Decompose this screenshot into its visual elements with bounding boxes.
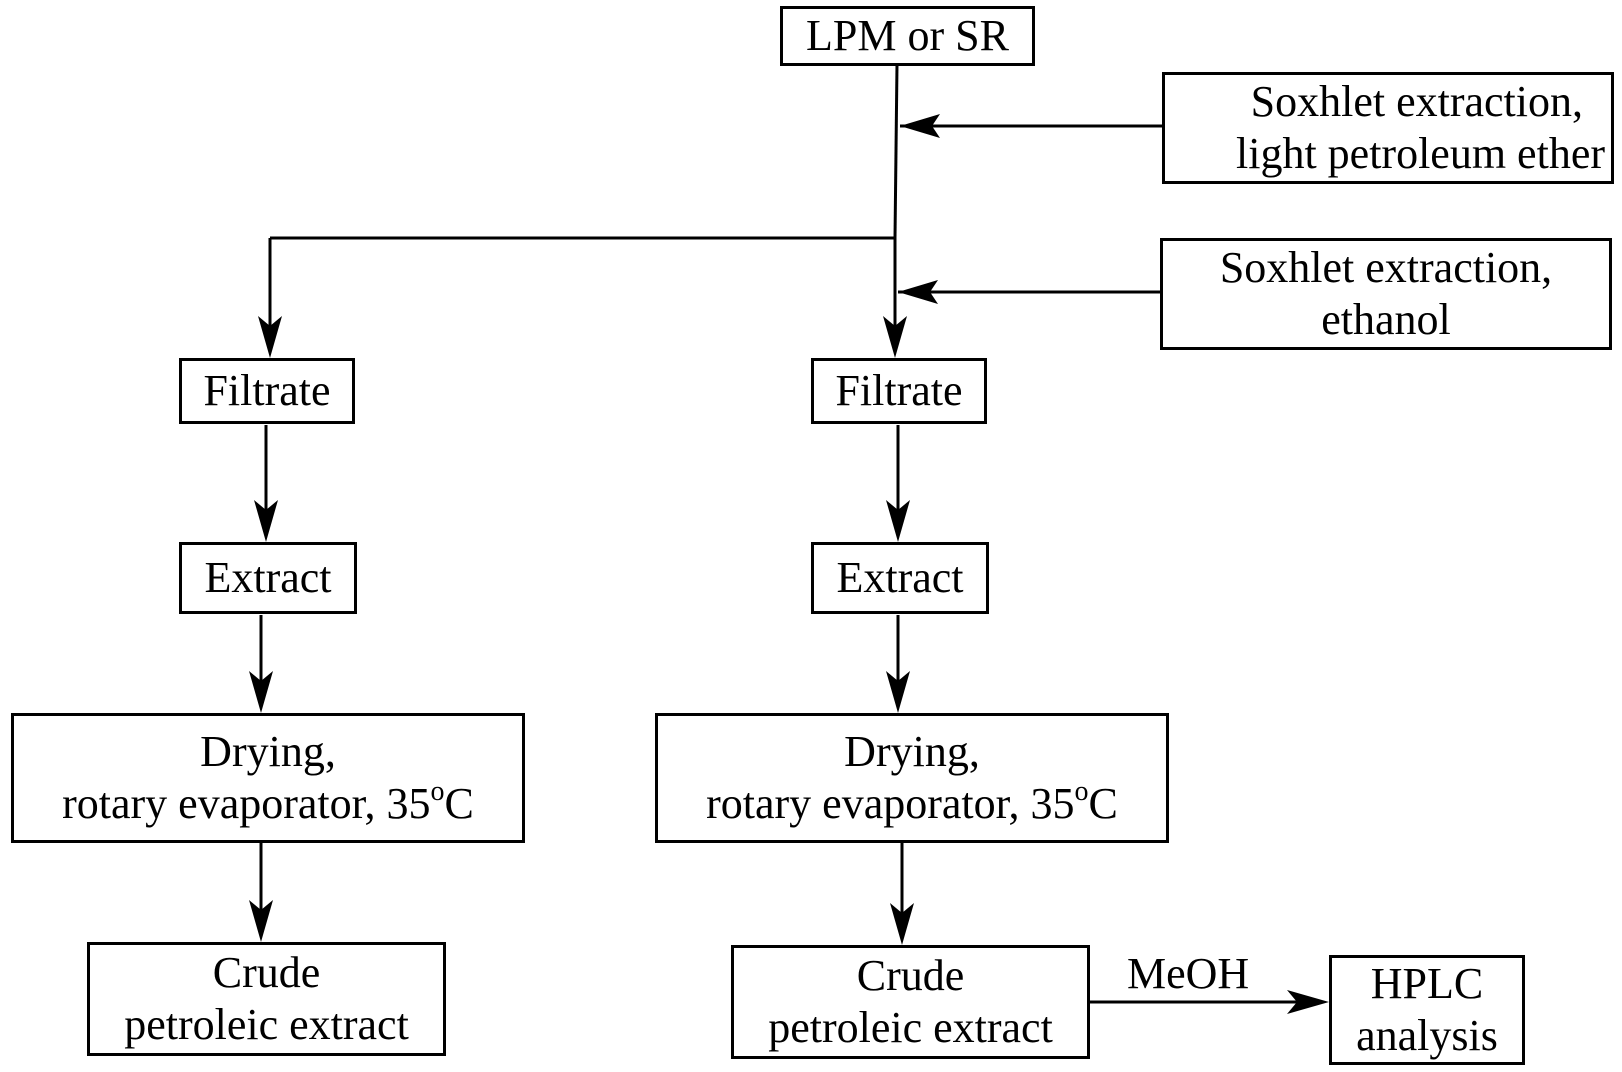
drying-right-main-text: rotary evaporator, 35 [706,779,1075,828]
node-crude-right: Crude petroleic extract [731,945,1090,1059]
arrowhead-soxhlet-pe [900,114,940,138]
node-extract-right-label: Extract [836,553,964,602]
node-soxhlet-ethanol: Soxhlet extraction, ethanol [1160,238,1612,350]
node-extract-left-label: Extract [204,553,332,602]
drying-right-unit: C [1088,779,1118,828]
node-extract-left: Extract [179,542,357,614]
node-drying-left-line1: Drying, [200,727,336,776]
node-crude-left: Crude petroleic extract [87,942,446,1056]
node-drying-right-line1: Drying, [844,727,980,776]
arrowhead-soxhlet-et [898,280,938,304]
arrowhead-drying-left [249,671,273,713]
drying-left-degree: o [430,776,445,808]
drying-left-unit: C [444,779,474,828]
arrowhead-extract-left [254,500,278,542]
node-filtrate-left-label: Filtrate [203,366,331,415]
node-crude-left-line1: Crude [212,948,321,997]
edge-label-meoh: MeOH [1127,949,1250,998]
node-drying-right: Drying, rotary evaporator, 35oC [655,713,1169,843]
drying-left-main-text: rotary evaporator, 35 [62,779,431,828]
trunk-line [893,63,899,239]
node-drying-left: Drying, rotary evaporator, 35oC [11,713,525,843]
node-soxhlet-et-line2: ethanol [1321,295,1451,344]
node-hplc-analysis: HPLC analysis [1329,955,1525,1065]
arrowhead-filtrate-left [258,316,282,358]
node-drying-right-line2: rotary evaporator, 35oC [706,778,1118,830]
arrowhead-crude-right [890,903,914,945]
node-hplc-line2: analysis [1356,1011,1498,1060]
node-hplc-line1: HPLC [1370,959,1484,1008]
arrowhead-filtrate-right [883,316,907,358]
drying-right-degree: o [1074,776,1089,808]
node-lpm-or-sr-label: LPM or SR [806,11,1009,60]
node-filtrate-left: Filtrate [179,358,355,424]
node-soxhlet-pe-line1: Soxhlet extraction, [1250,77,1583,126]
node-crude-left-line2: petroleic extract [124,1000,409,1049]
node-soxhlet-pe-line2: light petroleum ether [1236,129,1605,178]
node-drying-left-line2: rotary evaporator, 35oC [62,778,474,830]
node-extract-right: Extract [811,542,989,614]
node-filtrate-right-label: Filtrate [835,366,963,415]
node-crude-right-line1: Crude [856,951,965,1000]
arrowhead-extract-right [886,500,910,542]
arrowhead-hplc [1287,990,1329,1014]
node-lpm-or-sr: LPM or SR [780,6,1035,66]
node-soxhlet-et-line1: Soxhlet extraction, [1219,243,1553,292]
arrowhead-drying-right [886,671,910,713]
node-soxhlet-petroleum-ether: Soxhlet extraction, light petroleum ethe… [1162,72,1614,184]
node-crude-right-line2: petroleic extract [768,1003,1053,1052]
arrowhead-crude-left [249,900,273,942]
node-filtrate-right: Filtrate [811,358,987,424]
